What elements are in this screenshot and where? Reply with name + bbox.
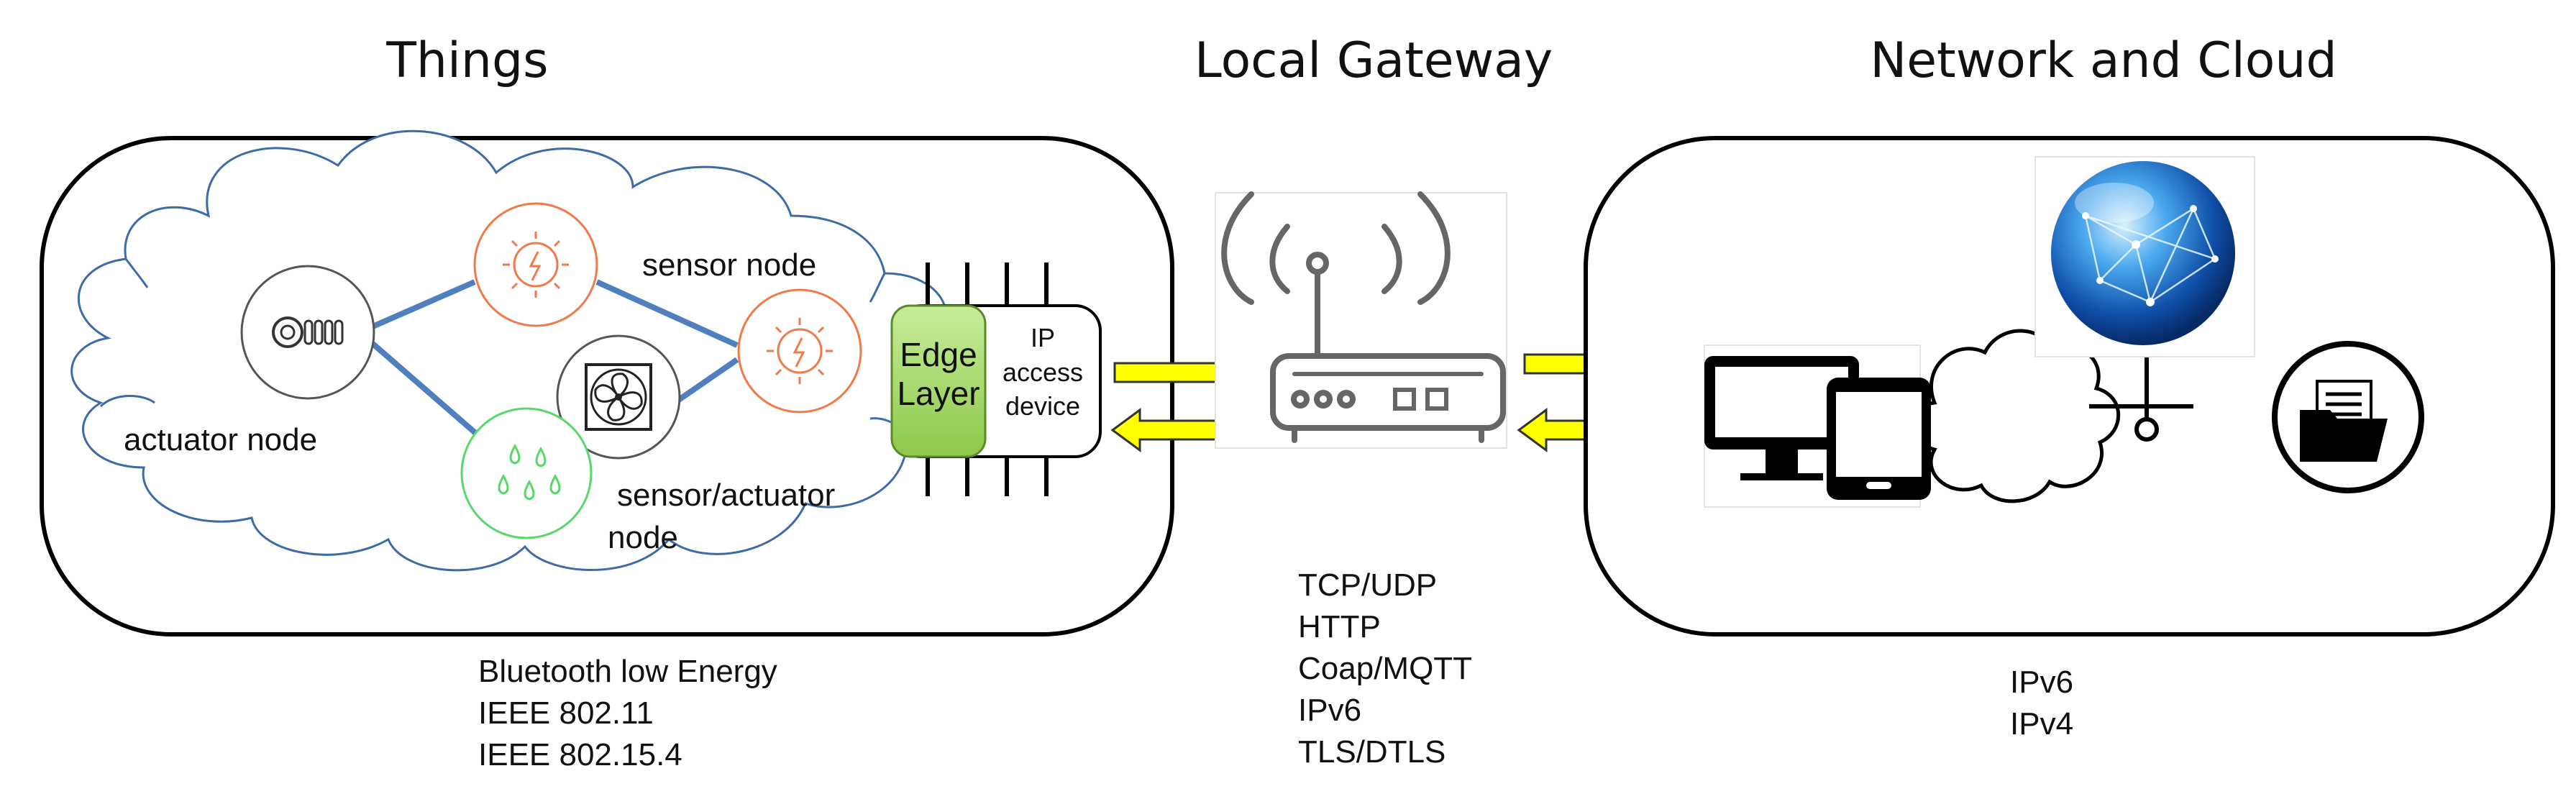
network-cloud-icon [1911,329,2121,503]
sensor-actuator-node-label-line1: sensor/actuator [617,478,836,513]
protocol-item: Bluetooth low Energy [478,654,777,689]
ip-access-device-label-line2: access [1002,357,1084,387]
globe-icon [2051,161,2235,345]
sun-sensor-icon [737,288,862,414]
things-cloud-inner [99,258,907,433]
things-protocol-list: Bluetooth low Energy IEEE 802.11 IEEE 80… [478,651,777,776]
gateway-protocol-list: TCP/UDP HTTP Coap/MQTT IPv6 TLS/DTLS [1298,565,1472,773]
folder-icon [2272,341,2424,493]
protocol-item: IEEE 802.11 [478,695,654,731]
sun-sensor-icon [473,202,598,327]
protocol-item: HTTP [1298,609,1381,644]
edge-layer-label-line1: Edge [900,336,977,373]
protocol-item: IPv4 [2010,706,2074,741]
protocol-item: IPv6 [2010,665,2074,700]
cloud-protocol-list: IPv6 IPv4 [2010,662,2073,745]
sensor-node-label: sensor node [642,247,817,283]
actuator-node-label: actuator node [124,422,318,457]
protocol-item: IPv6 [1298,693,1362,728]
tablet-icon [1827,378,1931,500]
fan-icon [556,334,681,460]
edge-layer-box [890,304,987,458]
protocol-item: Coap/MQTT [1298,651,1473,686]
title-things: Things [386,32,549,89]
protocol-item: IEEE 802.15.4 [478,737,682,772]
node-links [357,279,739,440]
title-local-gateway: Local Gateway [1194,32,1553,89]
water-drops-icon [460,407,593,539]
sensor-actuator-node-label-line2: node [608,520,678,555]
protocol-item: TLS/DTLS [1298,734,1446,770]
ip-access-device-label-line3: device [1005,391,1081,421]
wifi-router-icon [1221,191,1506,443]
thermostat-icon [240,265,375,400]
edge-layer-label-line2: Layer [897,375,980,412]
monitor-icon [1704,356,1859,480]
ip-access-device-label-line1: IP [1030,323,1055,352]
protocol-item: TCP/UDP [1298,567,1438,603]
title-network-and-cloud: Network and Cloud [1870,32,2337,89]
router-frame [1215,192,1507,449]
